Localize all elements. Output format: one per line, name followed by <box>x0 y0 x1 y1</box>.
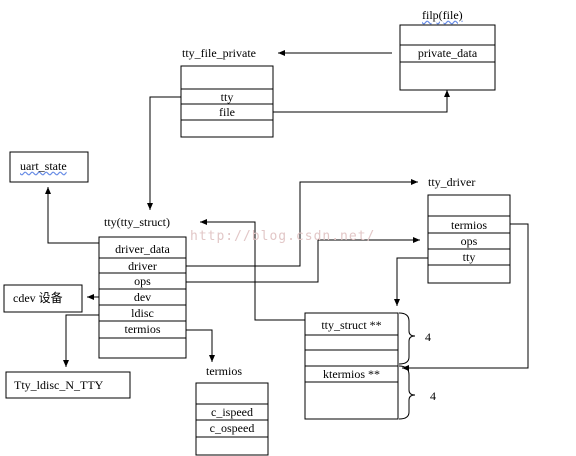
tty-struct-field-driver-data: driver_data <box>115 242 170 256</box>
tty-file-private-title: tty_file_private <box>182 46 256 60</box>
tty-struct-field-termios: termios <box>124 322 161 336</box>
cdev-label: cdev 设备 <box>13 291 63 305</box>
tty-to-tty-struct-arrow <box>147 96 181 210</box>
tty-struct-title: tty(tty_struct) <box>104 215 170 229</box>
count-bottom: 4 <box>430 389 436 403</box>
watermark: http://blog.csdn.net/ <box>190 229 376 244</box>
tfp-field-file: file <box>219 105 235 119</box>
count-top: 4 <box>425 330 431 344</box>
array-field-tty-struct-ptr: tty_struct ** <box>321 318 382 332</box>
tty-struct-ptr-arrow <box>200 219 305 321</box>
uart-state-label: uart_state <box>20 159 67 173</box>
termios-field-c-ispeed: c_ispeed <box>211 405 253 419</box>
to-uart-state-arrow <box>45 187 99 244</box>
tty-ldisc-label: Tty_ldisc_N_TTY <box>14 378 104 392</box>
tfp-field-tty: tty <box>220 90 234 104</box>
brace-bottom <box>398 365 416 420</box>
cdev-box <box>3 284 83 313</box>
ops-arrow <box>186 237 420 283</box>
tty-driver-field-termios: termios <box>451 218 487 232</box>
termios-to-ktermios-arrow <box>402 223 529 371</box>
filp-field-private-data: private_data <box>417 46 478 60</box>
tty-driver-box <box>427 194 511 284</box>
tty-driver-field-ops: ops <box>460 234 478 248</box>
to-termios-arrow <box>186 329 215 362</box>
tty-ldisc-box <box>5 371 131 399</box>
tty-struct-field-ops: ops <box>134 274 151 288</box>
brace-top <box>398 312 416 365</box>
to-ldisc-arrow <box>63 314 99 367</box>
termios-title: termios <box>206 364 242 378</box>
tty-struct-field-dev: dev <box>133 290 152 304</box>
termios-box <box>195 382 269 456</box>
tty-driver-title: tty_driver <box>428 175 476 189</box>
uart-state-box <box>9 151 89 183</box>
tty-struct-field-driver: driver <box>128 259 157 273</box>
array-field-ktermios-ptr: ktermios ** <box>323 367 380 381</box>
file-to-filp-arrow <box>273 90 450 113</box>
termios-field-c-ospeed: c_ospeed <box>209 421 255 435</box>
tty-file-private-box <box>180 65 274 138</box>
driver-arrow <box>186 179 418 267</box>
filp-title: filp(file) <box>422 8 463 22</box>
tty-struct-field-ldisc: ldisc <box>131 306 154 320</box>
tty-driver-to-array-arrow <box>394 257 428 306</box>
tty-driver-field-tty: tty <box>462 250 476 264</box>
